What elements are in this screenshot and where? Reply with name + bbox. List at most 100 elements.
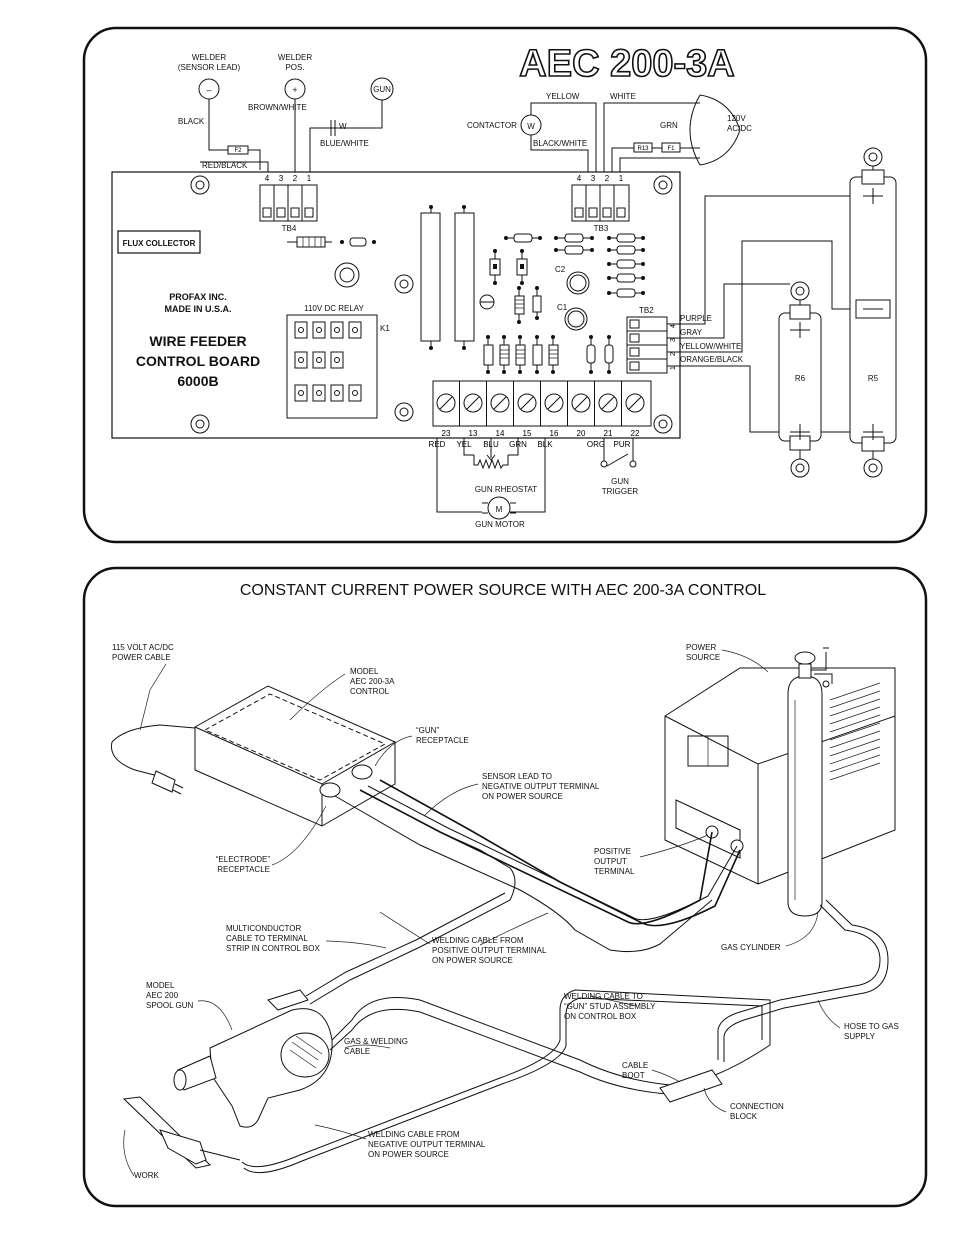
relay-contact-pin: [298, 390, 304, 396]
tb2-number: 3: [670, 338, 677, 342]
motor-wires: [436, 438, 546, 513]
terminal-number: 16: [550, 429, 559, 438]
label-gas-cylinder: GAS CYLINDER: [721, 943, 781, 952]
terminal-number: 15: [523, 429, 532, 438]
resistor-row: [483, 335, 614, 374]
screw-slot: [628, 396, 642, 410]
bottom-panel-border: [82, 566, 928, 1208]
cables: [241, 779, 889, 1174]
label-contactor: CONTACTOR: [467, 121, 517, 130]
relay-contact-pin: [316, 390, 322, 396]
wire-yellow: [530, 102, 597, 178]
tb4-number: 2: [293, 174, 298, 183]
trigger-switch: [606, 453, 629, 467]
bottom-title: CONSTANT CURRENT POWER SOURCE WITH AEC 2…: [240, 582, 766, 599]
tb3-number: 1: [619, 174, 624, 183]
gun-motor-label: GUN MOTOR: [475, 520, 525, 529]
label-yellow: YELLOW: [546, 92, 580, 101]
gun-circle-label: GUN: [373, 85, 391, 94]
wire-black-white: [530, 135, 589, 178]
fuse-f2: [227, 145, 249, 155]
leader-lines: [123, 649, 841, 1177]
rheostat-wiper: [486, 447, 496, 461]
terminal-number: 20: [577, 429, 586, 438]
tb3-number: 2: [605, 174, 610, 183]
r6-label: R6: [795, 374, 806, 383]
fuse-f2-label: F2: [234, 148, 242, 154]
pad-a: [340, 240, 344, 244]
wire-gray: [667, 283, 790, 339]
diode-array-lines: [302, 237, 322, 247]
wire-white: [603, 102, 700, 178]
capacitor-c2-inner: [569, 274, 587, 292]
power-source-illustration: [664, 667, 896, 885]
cap2-pad-top: [462, 205, 466, 209]
label-yellow-white: YELLOW/WHITE: [680, 342, 741, 351]
relay-contact-pin: [334, 357, 340, 363]
plug-outline: [699, 94, 741, 166]
relay-contact-pin: [316, 357, 322, 363]
pad-b: [372, 240, 376, 244]
relay-contact-pin: [298, 357, 304, 363]
resistor-r5: [849, 147, 897, 478]
board-mount-holes: [190, 175, 673, 434]
tb3-number: 3: [591, 174, 596, 183]
screw-slot: [547, 396, 561, 410]
wire-orange-black: [667, 365, 862, 433]
label-electrode-receptacle: “ELECTRODE”RECEPTACLE: [216, 855, 271, 874]
label-red-black: RED/BLACK: [202, 161, 248, 170]
relay-contact-pin: [298, 327, 304, 333]
motor-brushes: [482, 502, 516, 514]
label-work: WORK: [134, 1171, 160, 1180]
capacitor-c1-inner: [567, 310, 585, 328]
cap2-pad-bottom: [462, 346, 466, 350]
screw-slot: [466, 396, 480, 410]
cap1-pad-top: [429, 205, 433, 209]
wire-plug: [619, 157, 700, 178]
tb3-number: 4: [577, 174, 582, 183]
label-black: BLACK: [178, 117, 205, 126]
control-box-illustration: [110, 685, 396, 827]
gun-rheostat-symbol: [473, 455, 509, 470]
wire-color-label: ORG: [587, 440, 605, 449]
terminal-number: 22: [631, 429, 640, 438]
c2-label: C2: [555, 265, 566, 274]
fuse-f1: [661, 142, 681, 153]
tb2-number: 4: [670, 324, 677, 328]
w-letter: W: [339, 122, 347, 131]
gun-motor-m: M: [496, 505, 503, 514]
terminal-number: 14: [496, 429, 505, 438]
work-illustration: [122, 1096, 241, 1169]
screw-slot: [520, 396, 534, 410]
terminal-number: 13: [469, 429, 478, 438]
label-white: WHITE: [610, 92, 636, 101]
terminal-screws: [436, 381, 645, 426]
tb2-number: 2: [670, 352, 677, 356]
screw-slot: [601, 396, 615, 410]
terminal-number: 21: [604, 429, 613, 438]
wire-yellow-white: [667, 240, 862, 353]
relay-contact-pin: [352, 327, 358, 333]
tb4-label: TB4: [282, 224, 297, 233]
profax-label: PROFAX INC.MADE IN U.S.A.: [164, 292, 231, 314]
capacitor-large-1: [420, 212, 441, 342]
tb4-number: 4: [265, 174, 270, 183]
wire-purple: [667, 195, 862, 325]
tb3-label: TB3: [594, 224, 609, 233]
relay-contacts: [294, 321, 362, 402]
